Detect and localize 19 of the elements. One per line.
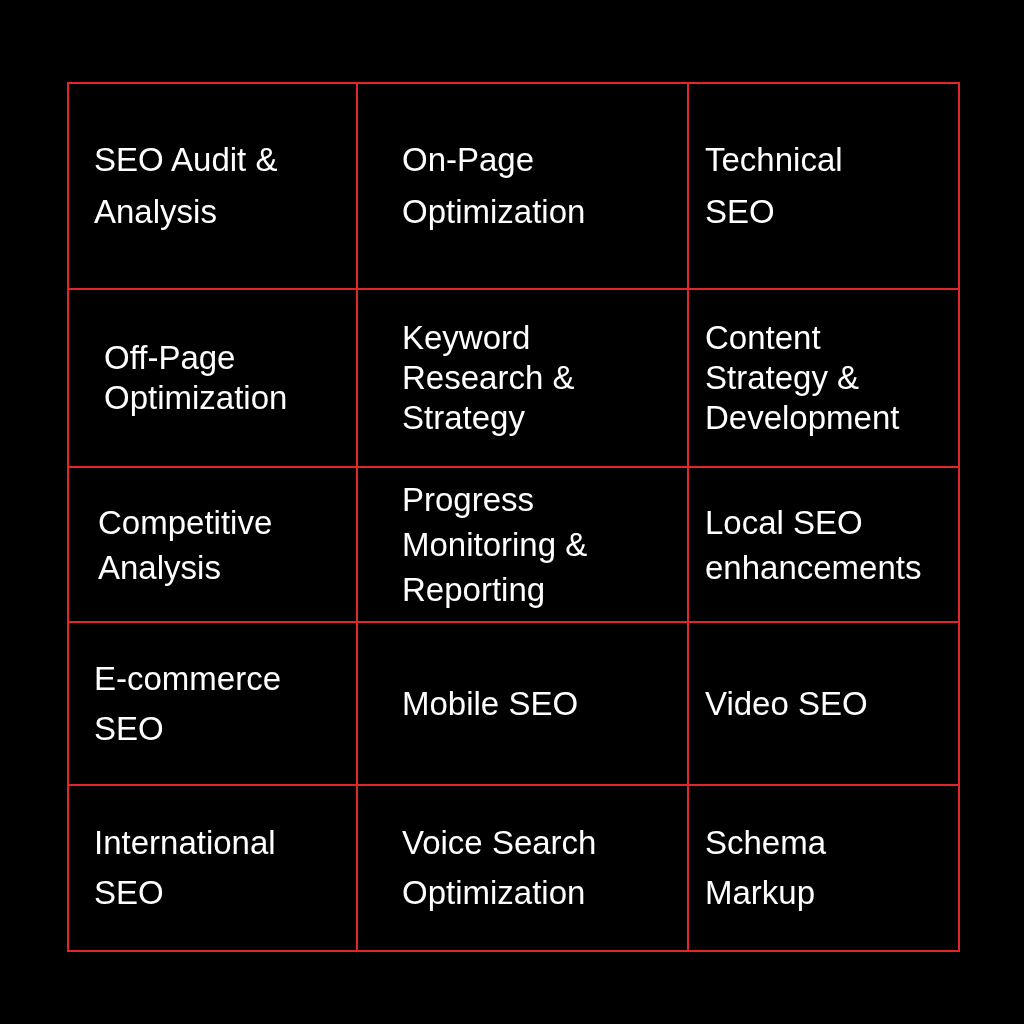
- cell-text: SEO Audit & Analysis: [94, 140, 279, 232]
- cell-text: Content Strategy & Development: [705, 318, 901, 438]
- cell-text: Video SEO: [705, 683, 869, 724]
- cell-text: E-commerce SEO: [94, 658, 283, 749]
- cell-text: Keyword Research & Strategy: [402, 318, 576, 438]
- cell-text: Progress Monitoring & Reporting: [402, 480, 589, 610]
- cell-text: International SEO: [94, 823, 277, 913]
- grid-cell: [67, 784, 358, 952]
- cell-text: Local SEO enhancements: [705, 502, 923, 588]
- grid-cell: [67, 82, 358, 290]
- grid-cell: [687, 82, 960, 290]
- cell-text: Mobile SEO: [402, 683, 580, 724]
- cell-text: Technical SEO: [705, 140, 844, 232]
- cell-text: Competitive Analysis: [98, 502, 274, 588]
- cell-text: On-Page Optimization: [402, 140, 587, 232]
- grid-cell: [687, 784, 960, 952]
- cell-text: Voice Search Optimization: [402, 823, 598, 913]
- cell-text: Schema Markup: [705, 823, 828, 913]
- cell-text: Off-Page Optimization: [104, 338, 289, 418]
